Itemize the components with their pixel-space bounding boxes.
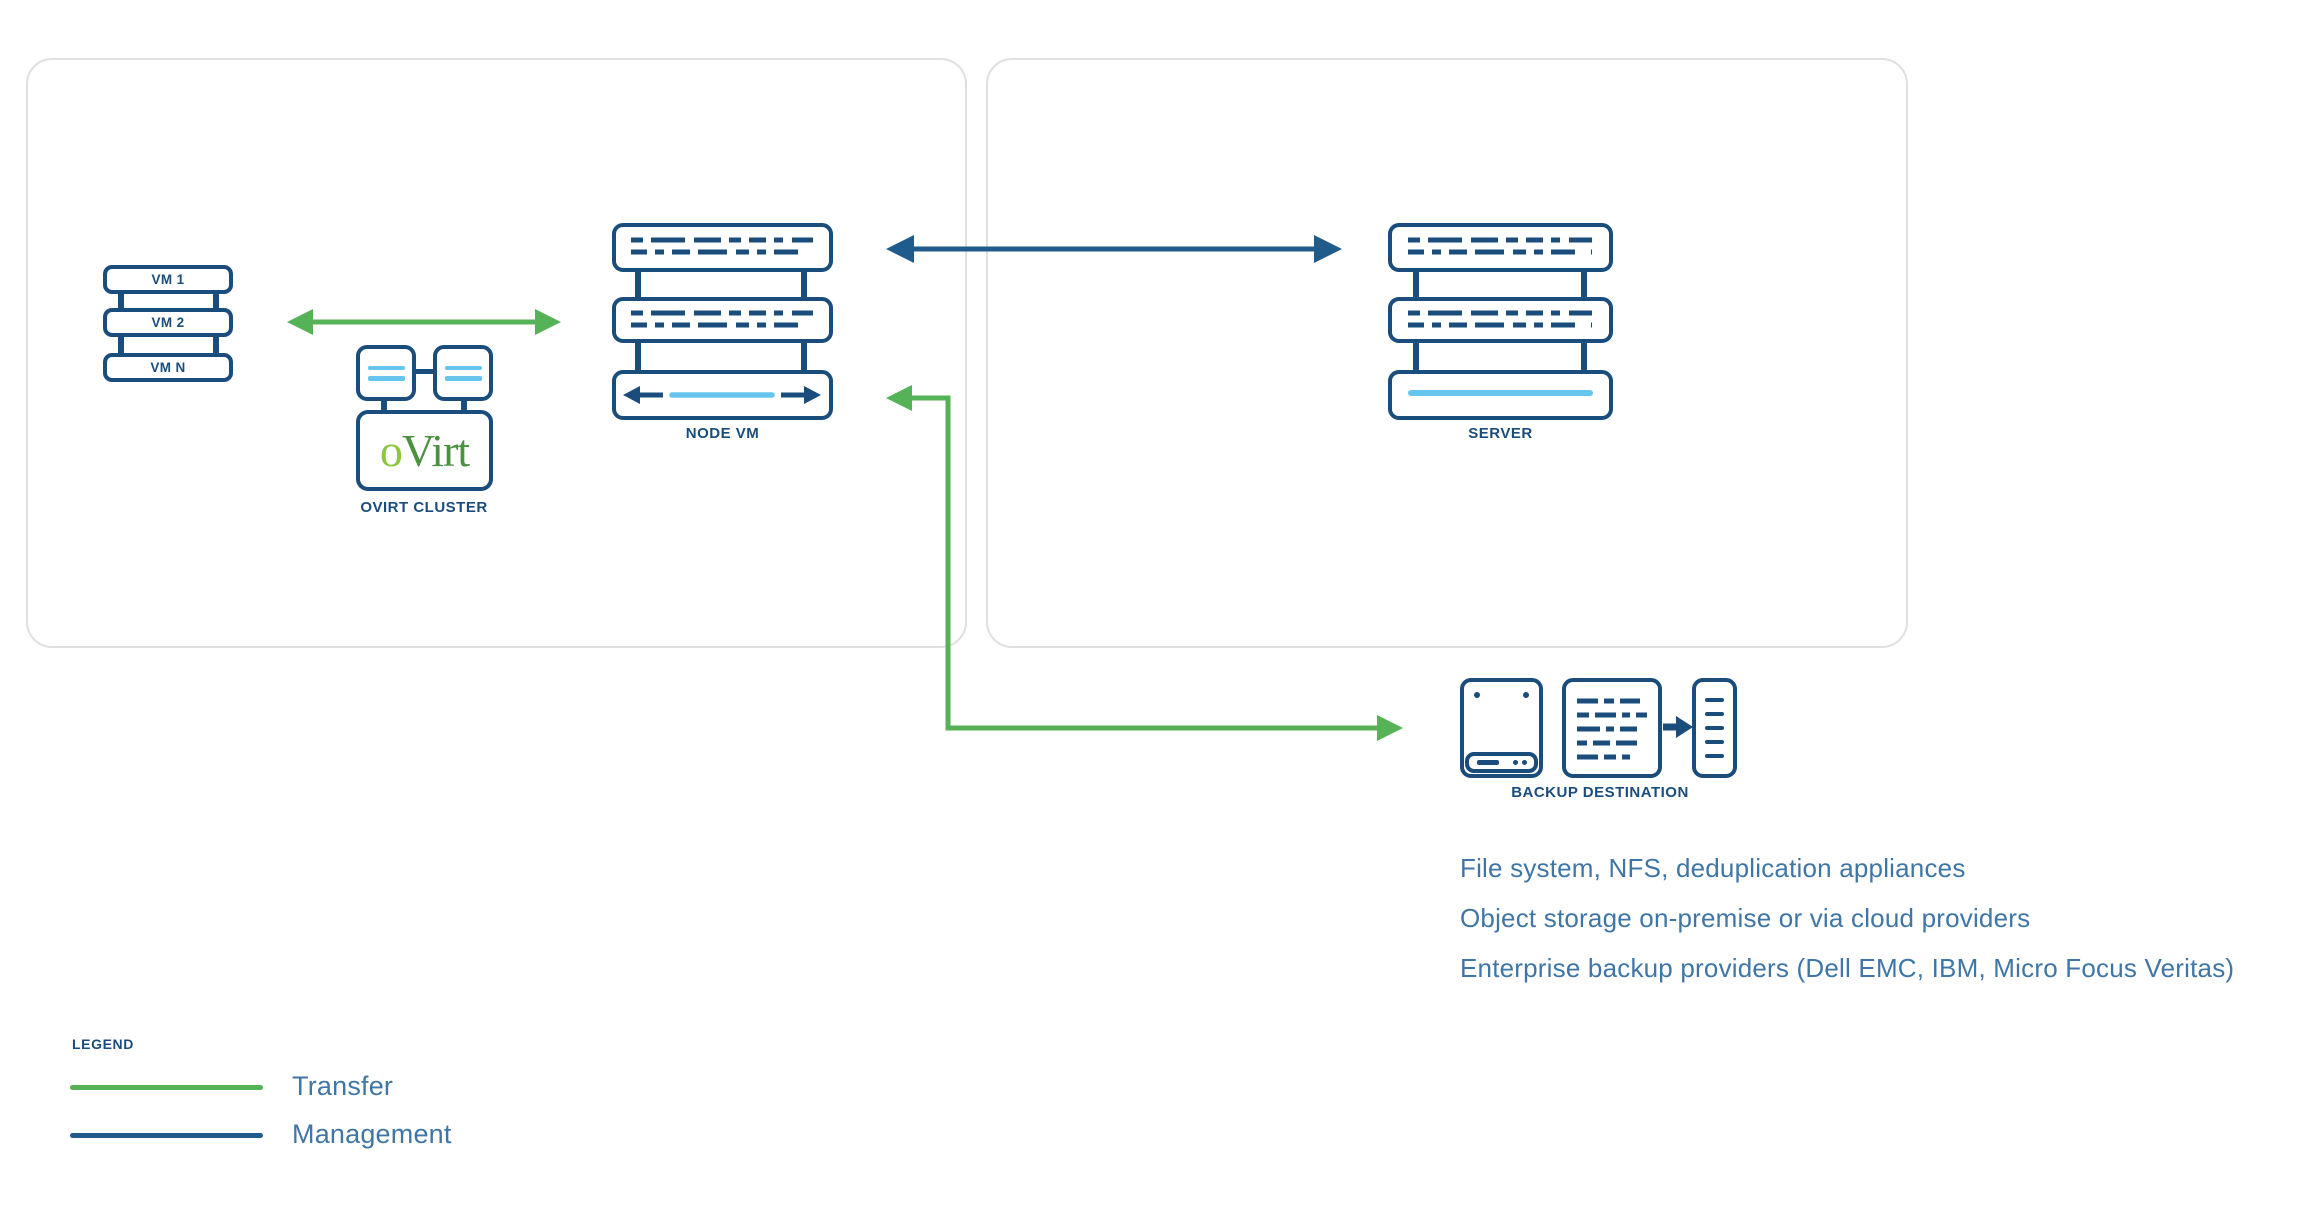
legend-management-label: Management [292,1119,452,1149]
dedup-table-icon [1562,678,1662,778]
vm-2-label: VM 2 [151,315,185,330]
server-slab [1388,297,1613,343]
cluster-node-icon [433,345,493,401]
vm-1-label: VM 1 [151,272,185,287]
server-environment-panel [986,58,1908,648]
vm-n-label: VM N [150,360,186,375]
management-arrow [886,235,1342,263]
server-slab [612,223,833,272]
storage-drive-icon [1460,678,1543,778]
backup-flow-arrow-icon [1663,716,1693,738]
activity-bar-icon [1408,390,1593,396]
backup-notes: File system, NFS, deduplication applianc… [1460,843,2234,993]
ovirt-cluster-label: OVIRT CLUSTER [360,499,488,516]
bidirectional-io-icon [623,386,821,404]
vm-1-box: VM 1 [103,265,233,294]
ovirt-logo-virt: Virt [401,425,470,476]
server-slab [1388,223,1613,272]
cluster-node-icon [356,345,416,401]
legend-transfer-label: Transfer [292,1071,394,1101]
legend-title: LEGEND [72,1036,134,1052]
server-slab-active [1388,370,1613,420]
vm-n-box: VM N [103,353,233,382]
server-slab [612,297,833,343]
backup-destination-label: BACKUP DESTINATION [1511,784,1689,801]
ovirt-logo-o: o [379,425,403,476]
backup-note-line: Enterprise backup providers (Dell EMC, I… [1460,953,2235,983]
node-vm-label: NODE VM [685,425,760,442]
server-slab-io [612,370,833,420]
backup-note-line: File system, NFS, deduplication applianc… [1460,853,1966,883]
tape-list-icon [1692,678,1737,778]
server-label: SERVER [1468,425,1533,442]
transfer-arrow [287,309,561,335]
drive-status-bar [1465,752,1538,773]
backup-note-line: Object storage on-premise or via cloud p… [1460,903,2031,933]
legend-transfer-line [70,1085,263,1090]
legend-management-line [70,1133,263,1138]
transfer-elbow-arrow [886,385,1403,741]
vm-2-box: VM 2 [103,308,233,337]
